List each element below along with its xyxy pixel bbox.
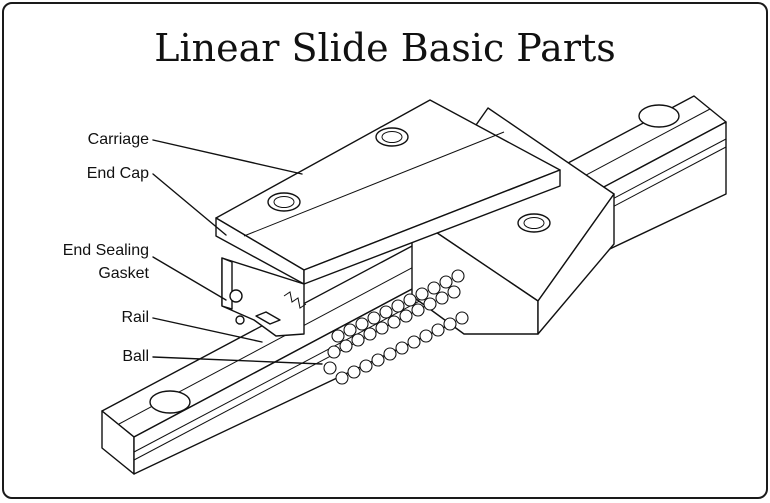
label-end-cap: End Cap [87, 165, 149, 182]
ball [323, 361, 337, 375]
ball [327, 345, 341, 359]
label-end-sealing-line1: End Sealing [63, 242, 149, 259]
carriage-hole-front [267, 192, 301, 212]
ball [435, 291, 449, 305]
end-cap-spring [283, 291, 307, 309]
label-rail: Rail [121, 309, 149, 326]
ball-row-upper [331, 269, 465, 343]
ball [439, 275, 453, 289]
rail-hole-back [638, 104, 680, 128]
ball [383, 347, 397, 361]
ball [363, 327, 377, 341]
ball [399, 309, 413, 323]
end-cap-notch [255, 311, 281, 325]
ball [355, 317, 369, 331]
ball [443, 317, 457, 331]
end-cap-bolt [229, 289, 243, 303]
leader-carriage [152, 139, 303, 175]
ball [387, 315, 401, 329]
leader-end-cap [152, 173, 227, 236]
carriage-block-side [537, 193, 615, 335]
leader-ball [152, 356, 323, 365]
ball [431, 323, 445, 337]
leader-end-sealing [152, 256, 227, 301]
ball [427, 281, 441, 295]
linear-slide-illustration: Carriage End Cap End Sealing Gasket Rail… [63, 95, 727, 475]
ball [343, 323, 357, 337]
end-cap-small-hole [235, 315, 245, 325]
carriage-hole-right [517, 213, 551, 233]
ball [415, 287, 429, 301]
ball [379, 305, 393, 319]
carriage-hole-back [375, 127, 409, 147]
carriage-hole-right-inner [523, 217, 545, 229]
carriage-top-edge-line [243, 131, 505, 237]
ball [419, 329, 433, 343]
carriage-block-front [411, 215, 539, 335]
carriage-top-plate-side [303, 169, 561, 285]
ball-tracks [323, 269, 469, 385]
ball [407, 335, 421, 349]
carriage-hole-front-inner [273, 196, 295, 208]
leader-rail [152, 317, 263, 343]
ball [395, 341, 409, 355]
ball [335, 371, 349, 385]
label-ball: Ball [122, 348, 149, 365]
carriage-body [215, 99, 615, 335]
ball [375, 321, 389, 335]
ball-row-lower [323, 311, 469, 385]
ball [351, 333, 365, 347]
ball [455, 311, 469, 325]
ball [371, 353, 385, 367]
ball [411, 303, 425, 317]
ball [347, 365, 361, 379]
end-sealing-gasket [221, 257, 233, 310]
ball [447, 285, 461, 299]
rail-hole-front [149, 390, 191, 414]
diagram-title: Linear Slide Basic Parts [154, 26, 616, 70]
ball [391, 299, 405, 313]
ball [451, 269, 465, 283]
ball [331, 329, 345, 343]
ball [339, 339, 353, 353]
carriage-hole-back-inner [381, 131, 403, 143]
label-carriage: Carriage [88, 131, 149, 148]
label-end-sealing-line2: Gasket [98, 265, 149, 282]
ball-row-middle [327, 285, 461, 359]
ball [403, 293, 417, 307]
ball [359, 359, 373, 373]
end-cap [221, 257, 307, 337]
ball [367, 311, 381, 325]
ball [423, 297, 437, 311]
labels: Carriage End Cap End Sealing Gasket Rail… [63, 131, 323, 365]
